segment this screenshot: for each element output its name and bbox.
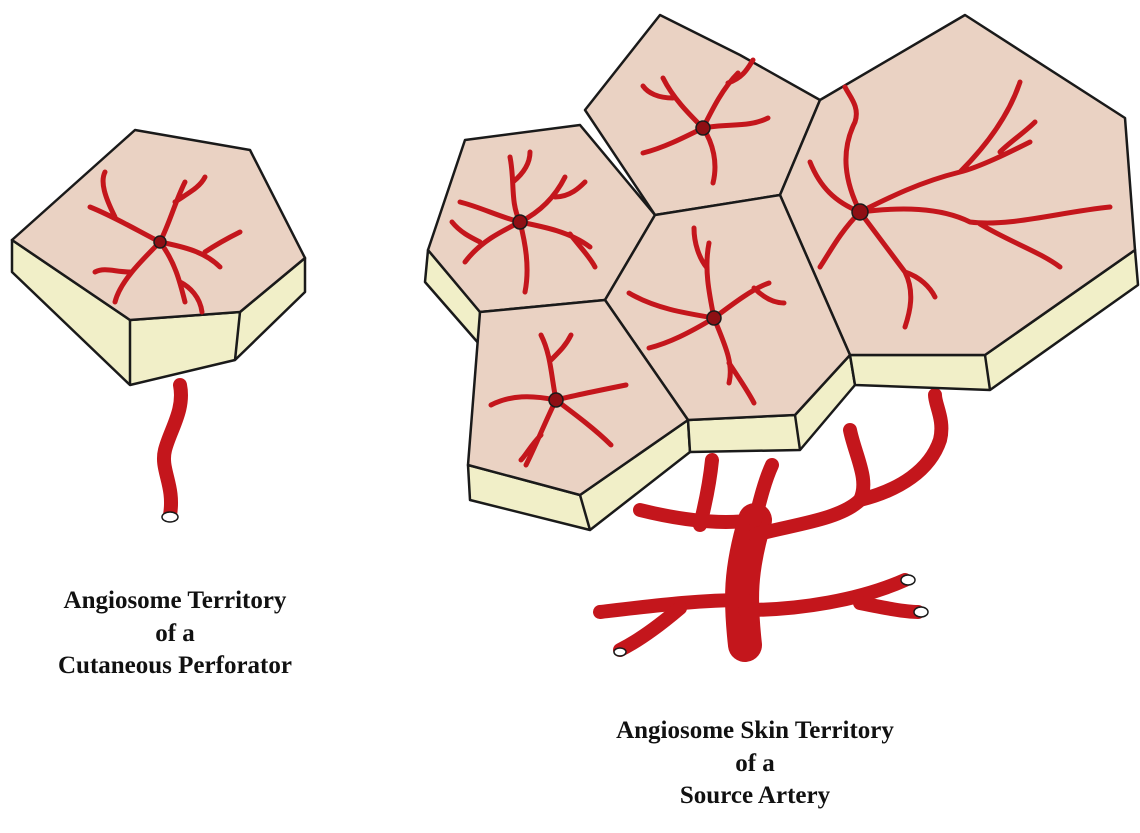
cutaneous-perforator-vessel	[164, 385, 181, 515]
caption-line: Angiosome Skin Territory	[555, 715, 955, 748]
caption-line: of a	[555, 748, 955, 781]
perforator-origin	[852, 204, 868, 220]
perforator-origin	[513, 215, 527, 229]
angiosome-cluster	[425, 15, 1138, 530]
perforator-origin	[549, 393, 563, 407]
caption-line: Cutaneous Perforator	[0, 650, 350, 683]
perforator-origin	[696, 121, 710, 135]
artery-cut-end	[901, 575, 915, 585]
artery-cut-end	[614, 648, 626, 656]
caption-line: Source Artery	[555, 780, 955, 813]
caption-source-artery: Angiosome Skin Territory of a Source Art…	[555, 715, 955, 813]
caption-line: Angiosome Territory	[0, 585, 350, 618]
caption-line: of a	[0, 618, 350, 651]
perforator-origin	[154, 236, 166, 248]
perforator-origin	[707, 311, 721, 325]
artery-cut-end	[914, 607, 928, 617]
caption-cutaneous-perforator: Angiosome Territory of a Cutaneous Perfo…	[0, 585, 350, 683]
single-angiosome-block	[12, 130, 305, 522]
vessel-cut-end	[162, 512, 178, 522]
